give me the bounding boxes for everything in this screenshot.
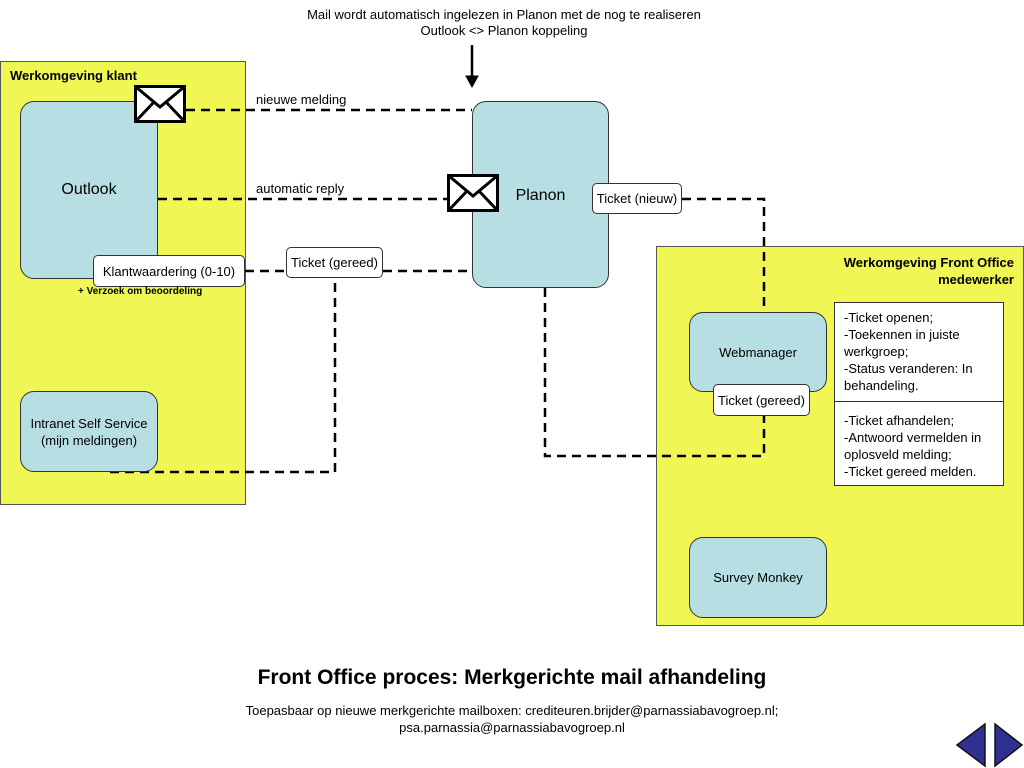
prev-slide-button[interactable] (955, 722, 987, 768)
klantwaardering-label: Klantwaardering (0-10) (93, 255, 245, 287)
header-note-line1: Mail wordt automatisch ingelezen in Plan… (307, 7, 701, 22)
triangle-right-icon (994, 722, 1024, 768)
edge-label-nieuwe-melding: nieuwe melding (256, 92, 347, 107)
page-subtitle-line2: psa.parnassia@parnassiabavogroep.nl (399, 720, 625, 735)
header-note-line2: Outlook <> Planon koppeling (420, 23, 588, 38)
task-notes: -Ticket openen; -Toekennen in juiste wer… (834, 302, 1004, 486)
zone-front-office-title-line2: medewerker (938, 272, 1014, 287)
zone-front-office-title: Werkomgeving Front Office medewerker (780, 254, 1014, 288)
outlook-label: Outlook (61, 181, 117, 198)
page-subtitle: Toepasbaar op nieuwe merkgerichte mailbo… (0, 702, 1024, 736)
webmanager-node[interactable]: Webmanager (689, 312, 827, 392)
task-note-top: -Ticket openen; -Toekennen in juiste wer… (844, 310, 973, 393)
survey-monkey-node[interactable]: Survey Monkey (689, 537, 827, 618)
next-slide-button[interactable] (993, 722, 1024, 768)
zone-front-office-title-line1: Werkomgeving Front Office (843, 255, 1014, 270)
envelope-icon (447, 174, 499, 212)
triangle-left-icon (955, 722, 986, 768)
zone-klant-title: Werkomgeving klant (10, 68, 137, 83)
page-subtitle-line1: Toepasbaar op nieuwe merkgerichte mailbo… (245, 703, 779, 718)
intranet-node[interactable]: Intranet Self Service (mijn meldingen) (20, 391, 158, 472)
intranet-label-line1: Intranet Self Service (30, 415, 148, 431)
survey-monkey-label: Survey Monkey (713, 570, 803, 585)
verzoek-om-beoordeling: + Verzoek om beoordeling (78, 286, 203, 297)
inbound-arrow (465, 45, 479, 89)
outlook-node[interactable]: Outlook (20, 101, 158, 279)
planon-label: Planon (515, 187, 566, 204)
envelope-icon (134, 85, 186, 123)
webmanager-label: Webmanager (719, 344, 797, 360)
ticket-gereed-right-label: Ticket (gereed) (713, 384, 810, 416)
page-title: Front Office proces: Merkgerichte mail a… (257, 666, 767, 689)
task-note-bottom: -Ticket afhandelen; -Antwoord vermelden … (844, 413, 982, 479)
intranet-label-line2: (mijn meldingen) (40, 432, 138, 448)
header-note: Mail wordt automatisch ingelezen in Plan… (0, 7, 1008, 39)
edge-intranet-feedback (110, 279, 337, 474)
ticket-nieuw-label: Ticket (nieuw) (592, 183, 682, 214)
task-note-divider (835, 401, 1003, 402)
ticket-gereed-left-label: Ticket (gereed) (286, 247, 383, 278)
edge-label-automatic-reply: automatic reply (256, 181, 345, 196)
edge-planon-return (543, 288, 766, 458)
edge-ticket-nieuw (682, 197, 766, 312)
